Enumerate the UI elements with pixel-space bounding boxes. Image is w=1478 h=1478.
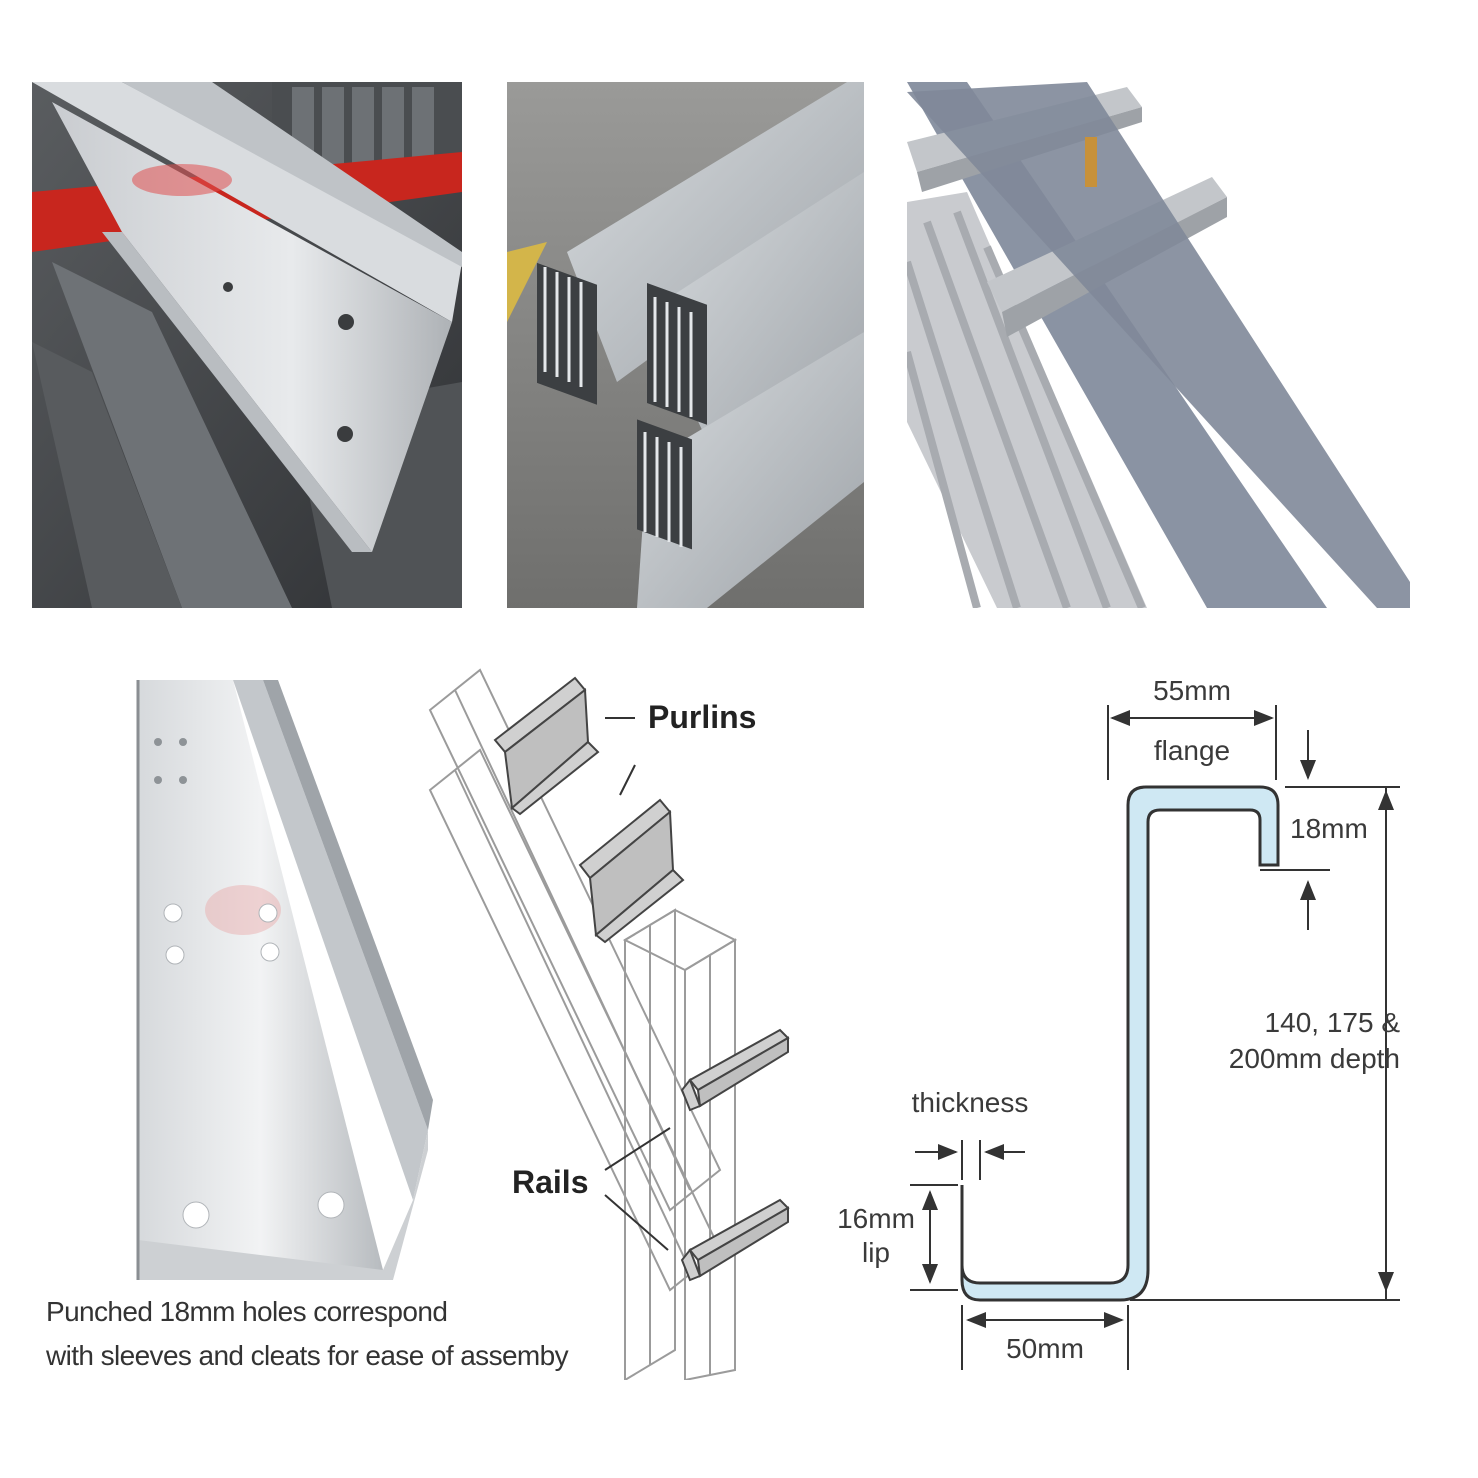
purlin-shape (493, 676, 685, 944)
flange-label: flange (1154, 735, 1230, 766)
purlins-label: Purlins (648, 699, 756, 735)
depth-label-line1: 140, 175 & (1265, 1007, 1401, 1038)
lip-label: lip (862, 1237, 890, 1268)
z-profile-shape (960, 785, 1280, 1302)
caption-line-2: with sleeves and cleats for ease of asse… (46, 1340, 569, 1371)
purlins-rails-diagram: Purlins Rails (420, 650, 820, 1380)
depth-label-line2: 200mm depth (1229, 1043, 1400, 1074)
photo-caption: Punched 18mm holes correspond with sleev… (46, 1290, 666, 1378)
roof-purlin-render (907, 82, 1410, 608)
rail-shape (680, 1028, 790, 1282)
z-profile-dimension-diagram: 55mm flange 18mm 140, 175 & 200mm depth … (830, 660, 1430, 1380)
caption-line-1: Punched 18mm holes correspond (46, 1296, 448, 1327)
rails-label: Rails (512, 1164, 588, 1200)
return-lip-label: 18mm (1290, 813, 1368, 844)
bottom-width-label: 50mm (1006, 1333, 1084, 1364)
purlin-stack-photo (507, 82, 864, 608)
z-purlin-closeup-photo (32, 82, 462, 608)
thickness-label: thickness (912, 1087, 1029, 1118)
punched-purlin-photo (133, 680, 433, 1280)
lip-value-label: 16mm (837, 1203, 915, 1234)
flange-width-label: 55mm (1153, 675, 1231, 706)
